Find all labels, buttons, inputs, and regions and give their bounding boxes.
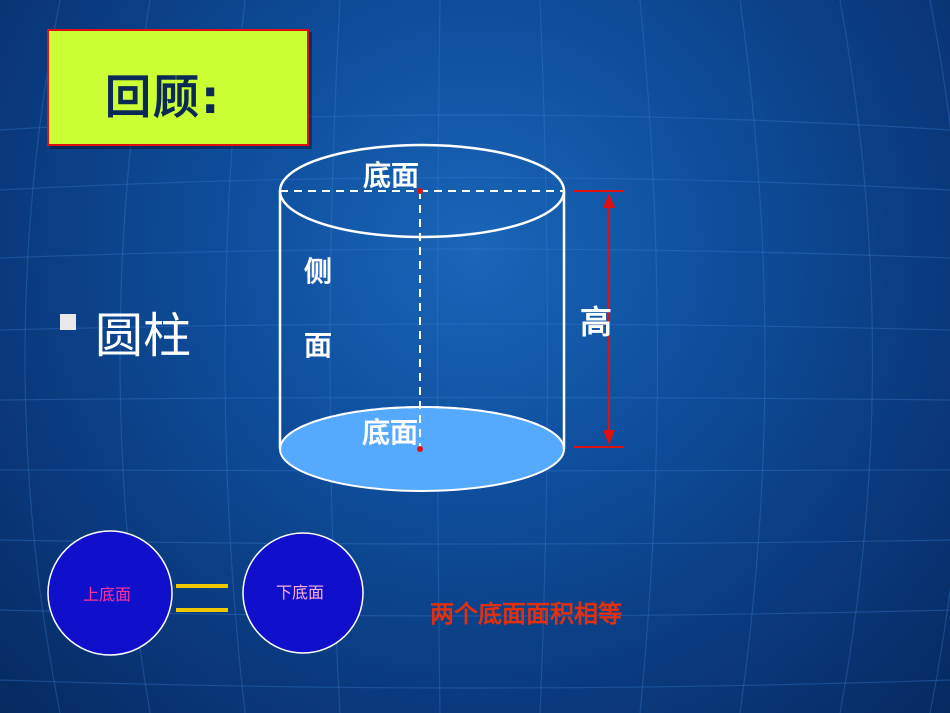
title-box: 回顾: bbox=[47, 29, 309, 146]
height-label: 高 bbox=[580, 303, 613, 341]
lower-base-label: 下底面 bbox=[276, 583, 325, 602]
top-base-label: 底面 bbox=[363, 159, 420, 192]
height-arrow-down bbox=[603, 430, 615, 445]
side-label-2: 面 bbox=[304, 329, 333, 362]
equal-area-note: 两个底面面积相等 bbox=[430, 600, 622, 628]
upper-base-label: 上底面 bbox=[83, 585, 132, 604]
lower-base-circle bbox=[242, 532, 364, 654]
side-label-1: 侧 bbox=[304, 255, 333, 288]
bottom-center-dot bbox=[417, 446, 423, 452]
bullet-text: 圆柱 bbox=[95, 308, 192, 364]
bottom-base-back bbox=[279, 406, 565, 450]
upper-base-circle bbox=[47, 530, 173, 656]
bottom-base-label: 底面 bbox=[362, 416, 419, 449]
height-arrow-up bbox=[603, 193, 615, 208]
top-center-dot bbox=[417, 188, 423, 194]
bullet-icon bbox=[60, 314, 76, 330]
page-title: 回顾: bbox=[105, 70, 222, 124]
